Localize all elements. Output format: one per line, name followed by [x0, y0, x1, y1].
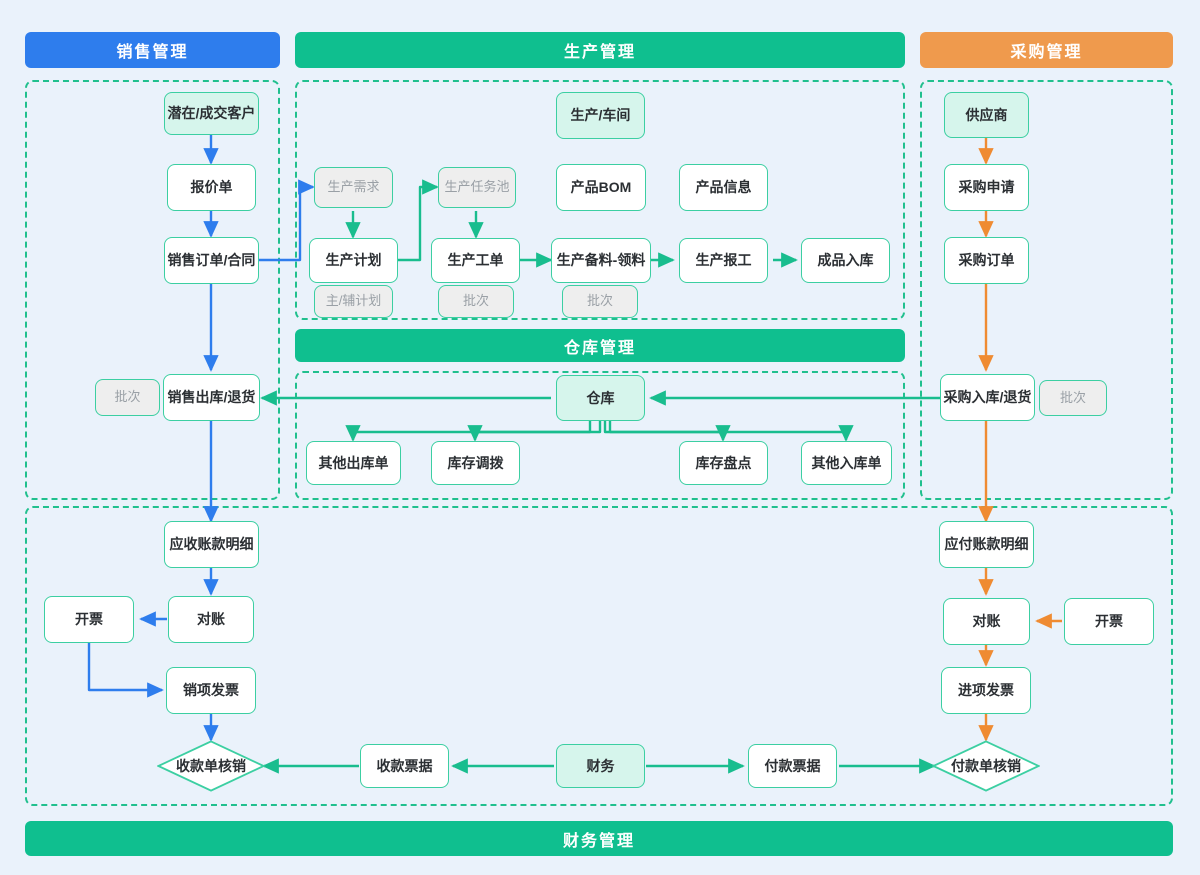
- node-product-info[interactable]: 产品信息: [679, 164, 768, 211]
- node-work-order[interactable]: 生产工单: [431, 238, 520, 283]
- banner-production: 生产管理: [295, 32, 905, 68]
- node-prod-report[interactable]: 生产报工: [679, 238, 768, 283]
- node-purchase-req[interactable]: 采购申请: [944, 164, 1029, 211]
- node-other-outbound[interactable]: 其他出库单: [306, 441, 401, 485]
- node-sales-outbound[interactable]: 销售出库/退货: [163, 374, 260, 421]
- node-task-pool[interactable]: 生产任务池: [438, 167, 516, 208]
- group-sales: [25, 80, 280, 500]
- node-purchase-order[interactable]: 采购订单: [944, 237, 1029, 284]
- tag-pick-batch[interactable]: 批次: [562, 285, 638, 318]
- node-output-invoice[interactable]: 销项发票: [166, 667, 256, 714]
- node-other-inbound[interactable]: 其他入库单: [801, 441, 892, 485]
- banner-finance: 财务管理: [25, 821, 1173, 856]
- group-purchase: [920, 80, 1173, 500]
- banner-warehouse: 仓库管理: [295, 329, 905, 362]
- banner-sales: 销售管理: [25, 32, 280, 68]
- node-prep-pick[interactable]: 生产备料-领料: [551, 238, 651, 283]
- group-warehouse: [295, 371, 905, 500]
- node-workshop[interactable]: 生产/车间: [556, 92, 645, 139]
- node-payment-writeoff[interactable]: 付款单核销: [932, 740, 1040, 792]
- node-prod-plan[interactable]: 生产计划: [309, 238, 398, 283]
- node-customer[interactable]: 潜在/成交客户: [164, 92, 259, 135]
- node-finance-center[interactable]: 财务: [556, 744, 645, 788]
- node-ar-reconcile[interactable]: 对账: [168, 596, 254, 643]
- banner-purchase: 采购管理: [920, 32, 1173, 68]
- node-purchase-inbound[interactable]: 采购入库/退货: [940, 374, 1035, 421]
- diamond-shape: [157, 740, 265, 792]
- node-stock-transfer[interactable]: 库存调拨: [431, 441, 520, 485]
- node-supplier[interactable]: 供应商: [944, 92, 1029, 138]
- node-ar-detail[interactable]: 应收账款明细: [164, 521, 259, 568]
- node-stock-count[interactable]: 库存盘点: [679, 441, 768, 485]
- node-ar-invoicing[interactable]: 开票: [44, 596, 134, 643]
- node-label: 收款单核销: [176, 757, 246, 774]
- node-payment-doc[interactable]: 付款票据: [748, 744, 837, 788]
- node-fg-inbound[interactable]: 成品入库: [801, 238, 890, 283]
- tag-purchase-batch[interactable]: 批次: [1039, 380, 1107, 416]
- node-ap-reconcile[interactable]: 对账: [943, 598, 1030, 645]
- node-quotation[interactable]: 报价单: [167, 164, 256, 211]
- node-receipt-doc[interactable]: 收款票据: [360, 744, 449, 788]
- diamond-shape: [932, 740, 1040, 792]
- group-finance: [25, 506, 1173, 806]
- node-label: 付款单核销: [951, 757, 1021, 774]
- node-warehouse[interactable]: 仓库: [556, 375, 645, 421]
- node-receipt-writeoff[interactable]: 收款单核销: [157, 740, 265, 792]
- tag-plan-type[interactable]: 主/辅计划: [314, 285, 393, 318]
- node-product-bom[interactable]: 产品BOM: [556, 164, 646, 211]
- node-ap-invoicing[interactable]: 开票: [1064, 598, 1154, 645]
- tag-work-order-batch[interactable]: 批次: [438, 285, 514, 318]
- tag-sales-batch[interactable]: 批次: [95, 379, 160, 416]
- node-prod-demand[interactable]: 生产需求: [314, 167, 393, 208]
- node-input-invoice[interactable]: 进项发票: [941, 667, 1031, 714]
- node-sales-order[interactable]: 销售订单/合同: [164, 237, 259, 284]
- node-ap-detail[interactable]: 应付账款明细: [939, 521, 1034, 568]
